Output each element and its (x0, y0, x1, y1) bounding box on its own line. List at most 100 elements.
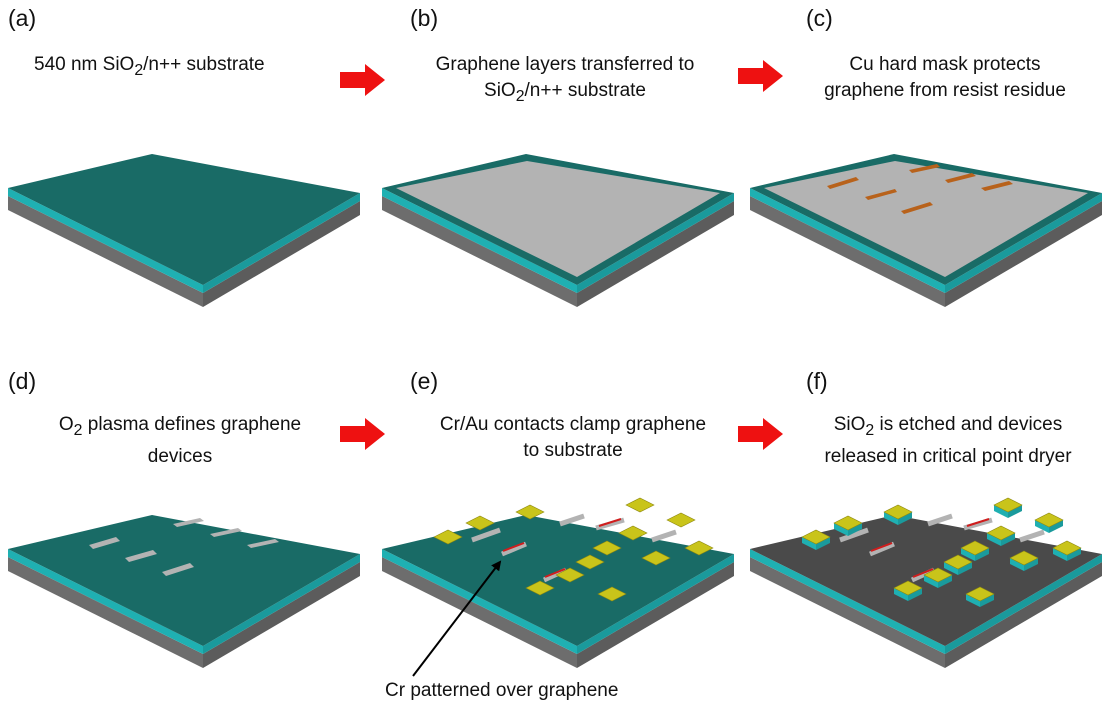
au-contact-pad (965, 586, 995, 602)
device-layout-f (801, 497, 1082, 607)
substrate-top (8, 154, 360, 285)
oxide-side-left (750, 188, 945, 293)
graphene-surface (396, 161, 720, 277)
panel-label-c: (c) (806, 5, 833, 31)
silicon-side-left (382, 196, 577, 307)
pad-pedestal (961, 548, 975, 561)
graphene-beam (927, 513, 953, 527)
panel-label-b: (b) (410, 5, 439, 31)
au-contact-pad (592, 540, 622, 556)
cr-strip (544, 568, 566, 578)
panel-label-e: (e) (410, 368, 439, 394)
graphene-beam (869, 541, 895, 557)
cu-mask-strip (945, 173, 976, 183)
au-contact-pad (833, 515, 863, 531)
pad-pedestal (898, 512, 912, 525)
caption-f-line-2: released in critical point dryer (824, 445, 1072, 467)
graphene-beam (501, 541, 527, 557)
au-contact-pad (986, 525, 1016, 541)
au-contact-pad (465, 515, 495, 531)
caption-b: Graphene layers transferred to SiO2/n++ … (395, 52, 735, 110)
au-contact-pad (883, 504, 913, 520)
oxide-side-left (382, 549, 577, 654)
au-contact-pad (597, 586, 627, 602)
oxide-side-right (203, 554, 360, 654)
au-contact-pad (684, 540, 714, 556)
au-contact-pad (923, 567, 953, 583)
oxide-side-left (8, 549, 203, 654)
au-contact-pad (666, 512, 696, 528)
graphene-beam (1019, 529, 1045, 543)
pad-pedestal (802, 537, 816, 550)
pad-pedestal (848, 523, 862, 536)
au-contact-pad (993, 497, 1023, 513)
pad-pedestal (1010, 558, 1024, 571)
oxide-side-right (577, 193, 734, 293)
graphene-strip (210, 528, 242, 537)
substrate-e (382, 515, 734, 668)
cu-mask-strip (865, 189, 897, 200)
arrow-d-to-e (340, 418, 385, 450)
device-layout-e (433, 497, 714, 602)
oxide-side-right (577, 554, 734, 654)
pad-pedestal (924, 575, 938, 588)
silicon-side-right (945, 562, 1102, 668)
arrow-e-to-f (738, 418, 783, 450)
cu-mask-strip (981, 181, 1013, 191)
pad-pedestal (938, 575, 952, 588)
caption-b-line-1: Graphene layers transferred to (435, 54, 695, 75)
graphene-beam (471, 527, 501, 543)
caption-d-line-2: devices (147, 445, 213, 467)
silicon-side-left (750, 557, 945, 668)
caption-d-line-1: O2 plasma defines graphene (58, 414, 302, 439)
cr-strip (870, 542, 893, 552)
au-contact-pad (618, 525, 648, 541)
graphene-sheet-c (764, 161, 1088, 277)
au-contact-pad (801, 529, 831, 545)
pad-pedestal (894, 588, 908, 601)
panel-label-a: (a) (8, 5, 37, 31)
pad-pedestal (834, 523, 848, 536)
au-contact-pad (515, 504, 545, 520)
cr-strip (966, 518, 990, 527)
graphene-beam (651, 529, 677, 543)
pad-pedestal (980, 594, 994, 607)
silicon-side-right (203, 562, 360, 668)
panel-label-d: (d) (8, 368, 37, 394)
silicon-side-right (577, 562, 734, 668)
au-contact-pad (1052, 540, 1082, 556)
graphene-beam (595, 517, 625, 531)
au-contact-pad (893, 580, 923, 596)
pad-pedestal (1049, 520, 1063, 533)
caption-f: SiO2 is etched and devices released in c… (788, 412, 1108, 470)
oxide-side-left (8, 188, 203, 293)
pad-pedestal (1053, 548, 1067, 561)
oxide-side-right (945, 554, 1102, 654)
caption-c-line-2: graphene from resist residue (824, 80, 1066, 101)
au-contact-pad (575, 554, 605, 570)
pad-pedestal (816, 537, 830, 550)
au-contact-pad (433, 529, 463, 545)
silicon-side-left (8, 196, 203, 307)
graphene-beam (963, 517, 993, 531)
caption-c: Cu hard mask protects graphene from resi… (790, 52, 1100, 104)
pad-pedestal (975, 548, 989, 561)
cr-strip (598, 518, 622, 527)
silicon-side-left (750, 196, 945, 307)
pad-pedestal (1067, 548, 1081, 561)
substrate-top (382, 515, 734, 646)
pad-pedestal (1008, 505, 1022, 518)
pad-pedestal (884, 512, 898, 525)
pad-pedestal (994, 505, 1008, 518)
au-contact-pad (943, 554, 973, 570)
pad-pedestal (958, 562, 972, 575)
arrow-a-to-b (340, 64, 385, 96)
pad-pedestal (987, 533, 1001, 546)
au-contact-pad (641, 550, 671, 566)
silicon-side-left (382, 557, 577, 668)
graphene-strip (89, 537, 120, 549)
caption-e-line-2: to substrate (523, 440, 623, 461)
au-contact-pad (525, 580, 555, 596)
silicon-side-right (945, 201, 1102, 307)
